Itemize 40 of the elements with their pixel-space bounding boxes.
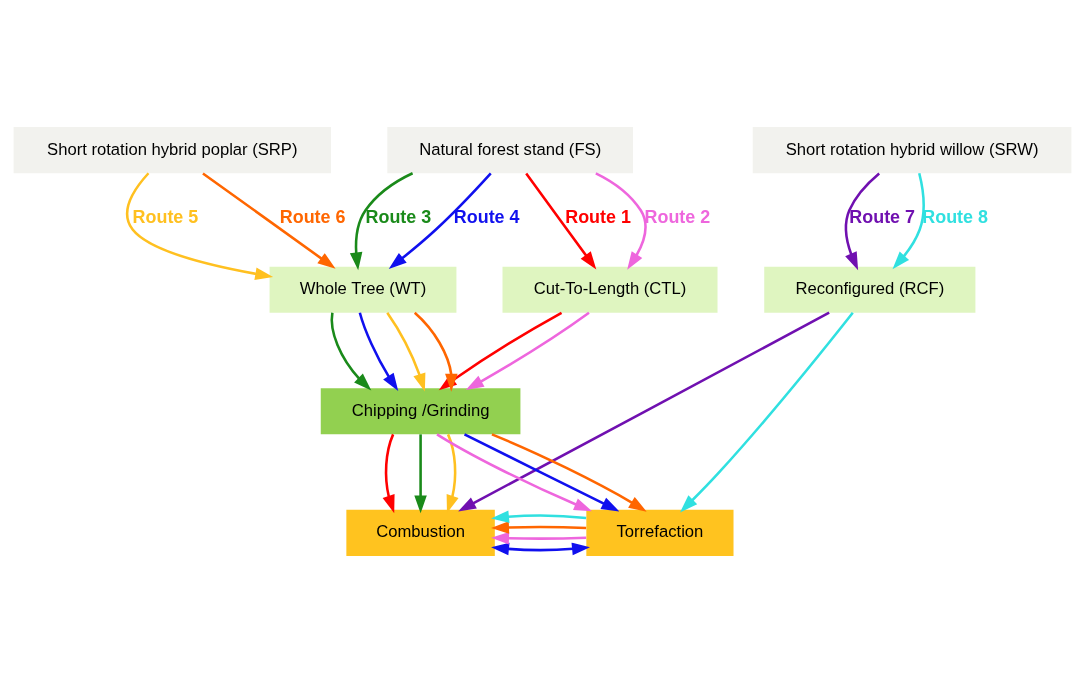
arrow (388, 172, 492, 269)
node-box: Combustion (346, 509, 495, 556)
arrow (892, 173, 925, 270)
edge-label: Route 3 (365, 207, 432, 228)
arrow (491, 531, 587, 545)
node-box: Short rotation hybrid willow (SRW) (752, 127, 1072, 174)
node-box: Natural forest stand (FS) (387, 127, 634, 174)
edge-label: Route 1 (565, 207, 631, 228)
edge-label: Route 6 (279, 207, 346, 228)
arrow (463, 433, 620, 512)
arrow (382, 433, 395, 514)
arrow (491, 433, 647, 512)
arrow (349, 172, 414, 271)
edge-label: Route 2 (644, 207, 711, 228)
node-box: Short rotation hybrid poplar (SRP) (13, 127, 331, 174)
arrow (386, 312, 426, 392)
node-box: Whole Tree (WT) (269, 266, 457, 313)
arrow (491, 542, 590, 556)
edge-label: Route 4 (453, 207, 520, 228)
edge-label: Route 8 (922, 207, 988, 228)
arrow (458, 311, 830, 512)
edge-label: Route 7 (849, 207, 916, 228)
arrow (202, 172, 336, 269)
node-box: Chipping /Grinding (320, 388, 521, 435)
arrow (491, 521, 587, 534)
arrow (126, 172, 274, 280)
arrow (358, 312, 399, 392)
node-box: Torrefaction (586, 509, 734, 556)
arrow (436, 433, 592, 512)
arrow (525, 172, 597, 270)
node-box: Cut-To-Length (CTL) (502, 266, 718, 313)
arrow (844, 172, 880, 271)
arrow (680, 311, 854, 513)
arrow (595, 172, 647, 270)
arrow (491, 510, 587, 523)
arrow (330, 312, 372, 391)
edge-label: Route 5 (132, 207, 199, 228)
arrow (414, 434, 427, 514)
node-box: Reconfigured (RCF) (764, 266, 976, 313)
arrow (465, 311, 590, 390)
